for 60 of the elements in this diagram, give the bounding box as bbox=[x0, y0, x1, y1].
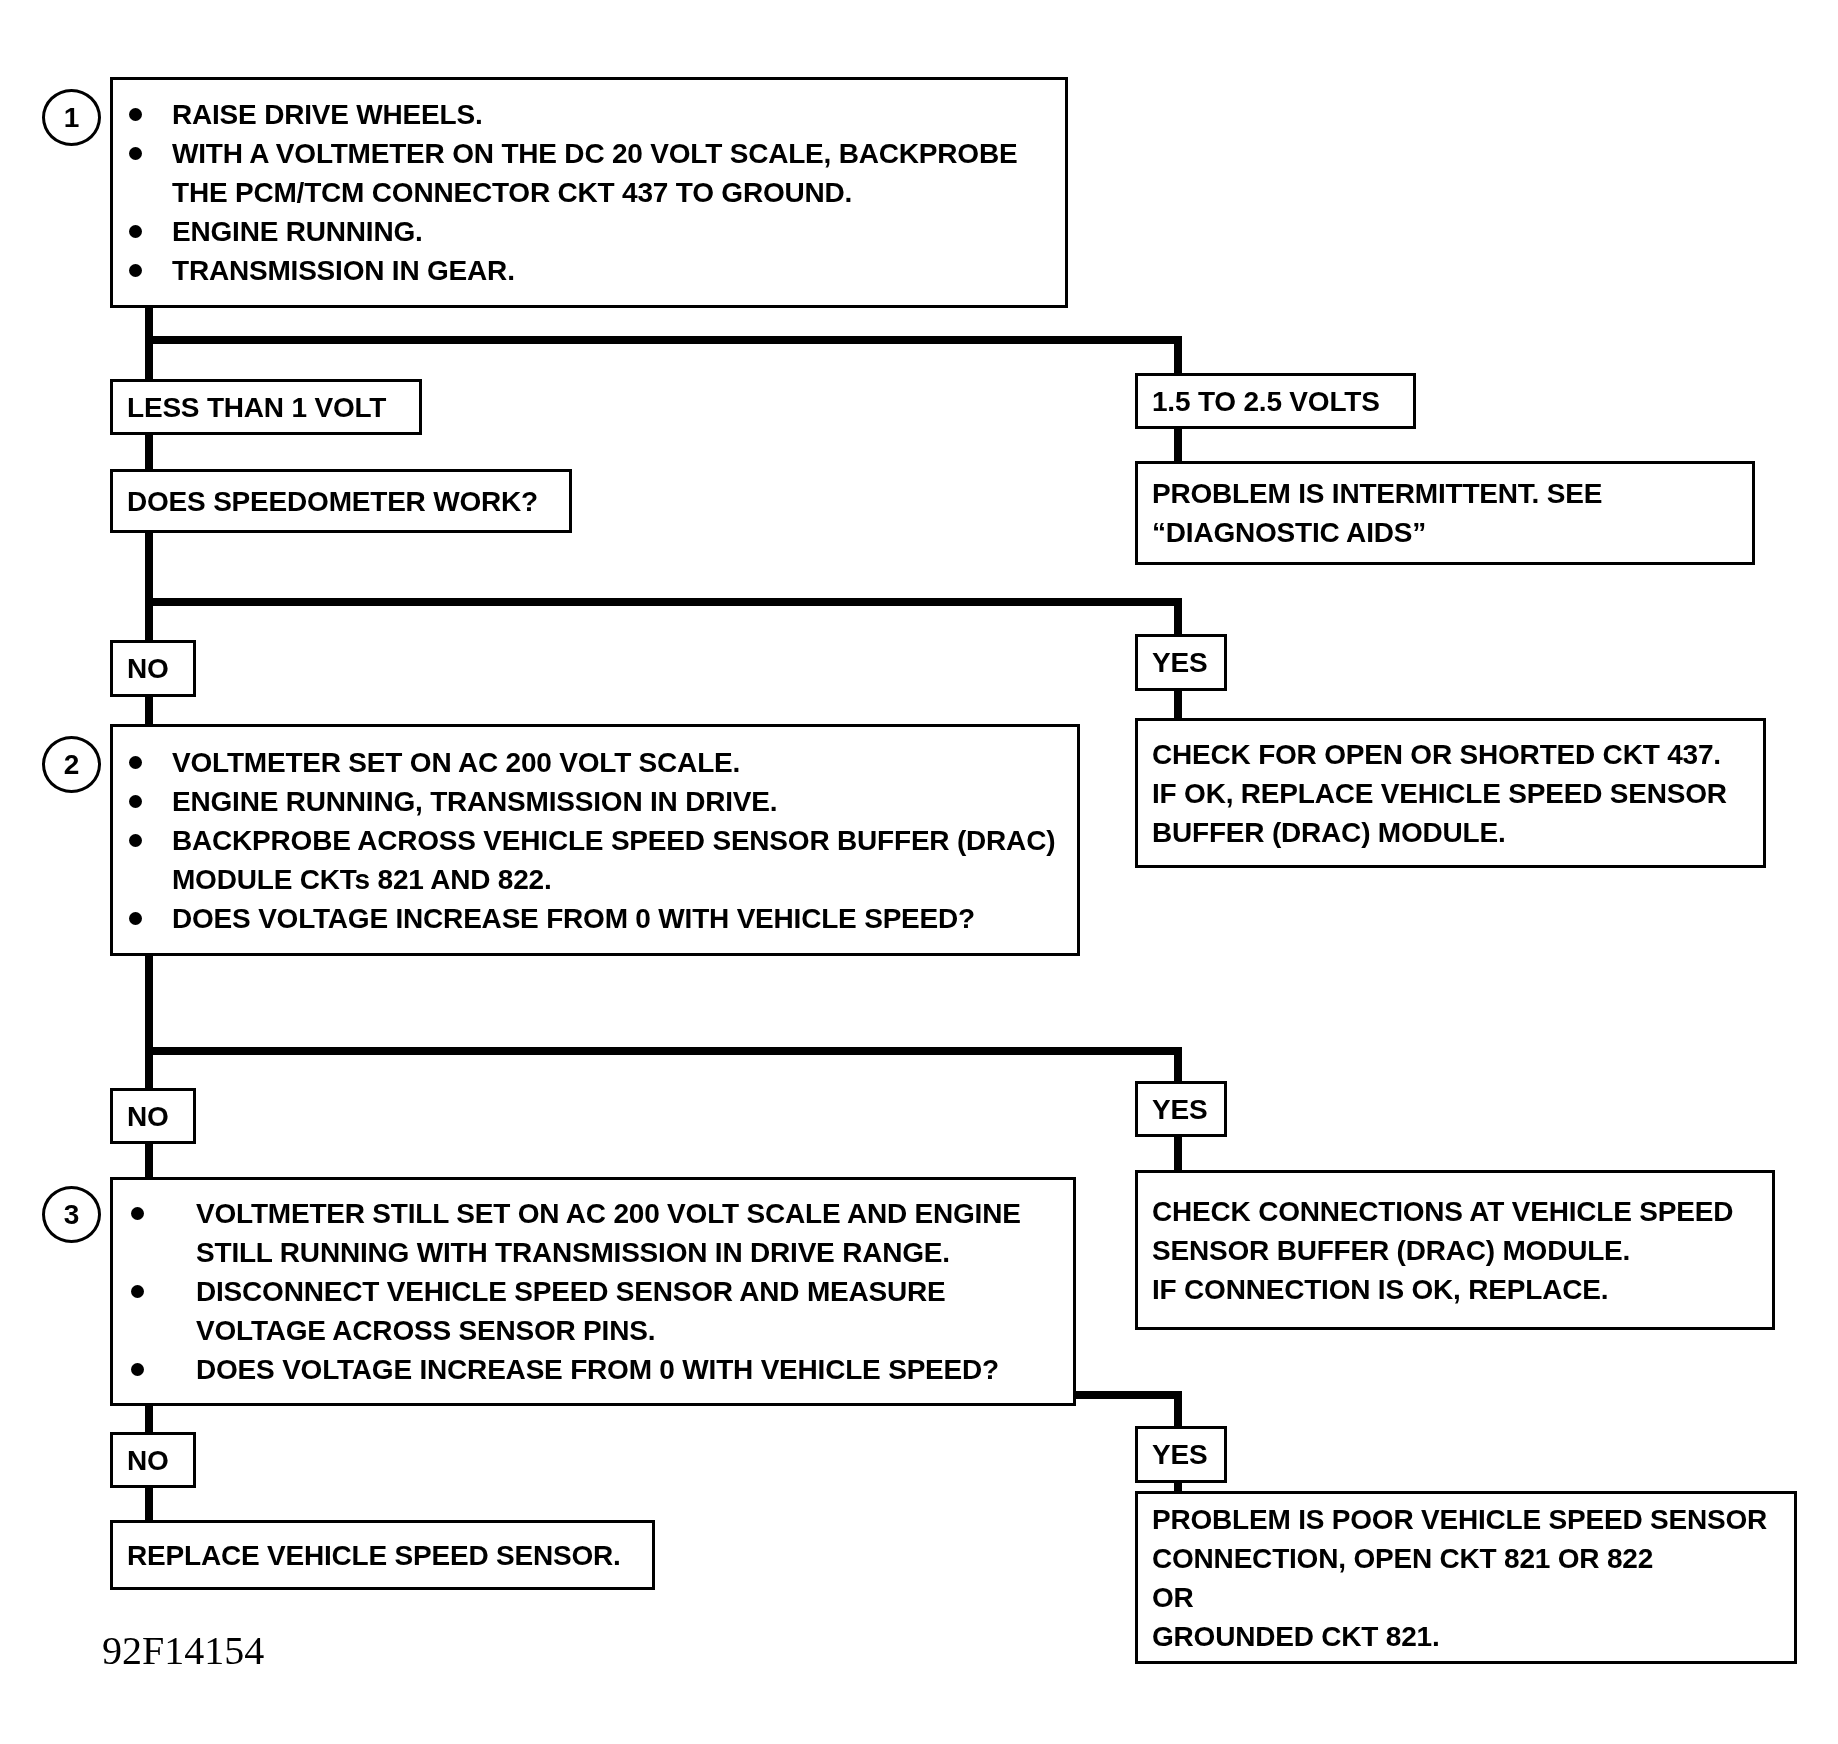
answer-label-box bbox=[1135, 634, 1227, 691]
connector-line bbox=[145, 435, 153, 469]
instruction-text: ENGINE RUNNING, TRANSMISSION IN DRIVE. bbox=[172, 784, 779, 819]
answer-label: NO bbox=[127, 1443, 169, 1478]
result-text: PROBLEM IS POOR VEHICLE SPEED SENSOR CONNECTION, OPEN CKT 821 OR 822 bbox=[1152, 1502, 1769, 1576]
result-box bbox=[110, 1520, 655, 1590]
instruction-text: VOLTMETER SET ON AC 200 VOLT SCALE. bbox=[172, 745, 742, 780]
connector-line bbox=[1174, 1137, 1182, 1170]
step-number: 3 bbox=[63, 1198, 80, 1231]
result-box bbox=[1135, 461, 1755, 565]
result-text: CHECK FOR OPEN OR SHORTED CKT 437. bbox=[1152, 737, 1721, 772]
measurement-label-box bbox=[1135, 373, 1416, 429]
answer-label: YES bbox=[1152, 1438, 1208, 1472]
answer-label: NO bbox=[127, 652, 169, 686]
answer-label-box bbox=[110, 1088, 196, 1144]
answer-label-box bbox=[110, 1432, 196, 1488]
instruction-text: TRANSMISSION IN GEAR. bbox=[172, 254, 516, 288]
connector-line bbox=[145, 697, 153, 724]
instruction-box bbox=[110, 77, 1068, 308]
result-text: IF OK, REPLACE VEHICLE SPEED SENSOR BUFFER (DRAC) MODULE. bbox=[1152, 776, 1728, 850]
connector-line bbox=[145, 1144, 153, 1177]
connector-line bbox=[1174, 691, 1182, 718]
instruction-text: DISCONNECT VEHICLE SPEED SENSOR AND MEASURE VOLTAGE ACROSS SENSOR PINS. bbox=[196, 1275, 947, 1348]
connector-line bbox=[1076, 1391, 1182, 1426]
answer-label: NO bbox=[127, 1099, 169, 1134]
result-text: CHECK CONNECTIONS AT VEHICLE SPEED SENSOR BUFFER (DRAC) MODULE. bbox=[1152, 1194, 1735, 1268]
answer-label-box bbox=[1135, 1081, 1227, 1137]
instruction-text: RAISE DRIVE WHEELS. bbox=[172, 98, 484, 132]
question-box bbox=[110, 469, 572, 533]
result-text: REPLACE VEHICLE SPEED SENSOR. bbox=[127, 1538, 621, 1573]
instruction-text: VOLTMETER STILL SET ON AC 200 VOLT SCALE AND ENGINE STILL RUNNING WITH TRANSMISSION IN DRIVE RANGE. bbox=[196, 1197, 1022, 1270]
result-text: PROBLEM IS INTERMITTENT. SEE “DIAGNOSTIC AIDS” bbox=[1152, 477, 1604, 550]
connector-line bbox=[145, 1406, 153, 1432]
instruction-text: DOES VOLTAGE INCREASE FROM 0 WITH VEHICLE SPEED? bbox=[196, 1353, 1000, 1387]
result-box bbox=[1135, 1491, 1797, 1664]
result-box bbox=[1135, 718, 1766, 868]
connector-line bbox=[145, 1488, 153, 1520]
instruction-text: WITH A VOLTMETER ON THE DC 20 VOLT SCALE, BACKPROBE THE PCM/TCM CONNECTOR CKT 437 TO GROUND. bbox=[172, 137, 1019, 210]
instruction-box bbox=[110, 724, 1080, 956]
voltage-range-label: 1.5 TO 2.5 VOLTS bbox=[1152, 384, 1380, 419]
instruction-text: ENGINE RUNNING. bbox=[172, 215, 424, 249]
instruction-text: BACKPROBE ACROSS VEHICLE SPEED SENSOR BUFFER (DRAC) MODULE CKTs 821 AND 822. bbox=[172, 823, 1057, 897]
voltage-range-label: LESS THAN 1 VOLT bbox=[127, 390, 387, 425]
step-number: 1 bbox=[63, 101, 80, 134]
result-text: IF CONNECTION IS OK, REPLACE. bbox=[1152, 1272, 1609, 1307]
step-number: 2 bbox=[63, 748, 80, 781]
result-text: GROUNDED CKT 821. bbox=[1152, 1619, 1440, 1654]
measurement-label-box bbox=[110, 379, 422, 435]
question-text: DOES SPEEDOMETER WORK? bbox=[127, 484, 538, 519]
answer-label: YES bbox=[1152, 1092, 1208, 1127]
instruction-text: DOES VOLTAGE INCREASE FROM 0 WITH VEHICLE SPEED? bbox=[172, 901, 976, 936]
answer-label-box bbox=[110, 640, 196, 697]
result-text: OR bbox=[1152, 1580, 1194, 1615]
connector-line bbox=[1174, 1483, 1182, 1491]
result-box bbox=[1135, 1170, 1775, 1330]
instruction-box bbox=[110, 1177, 1076, 1406]
answer-label-box bbox=[1135, 1426, 1227, 1483]
answer-label: YES bbox=[1152, 646, 1208, 680]
figure-code: 92F14154 bbox=[102, 1628, 265, 1674]
connector-line bbox=[1174, 429, 1182, 461]
